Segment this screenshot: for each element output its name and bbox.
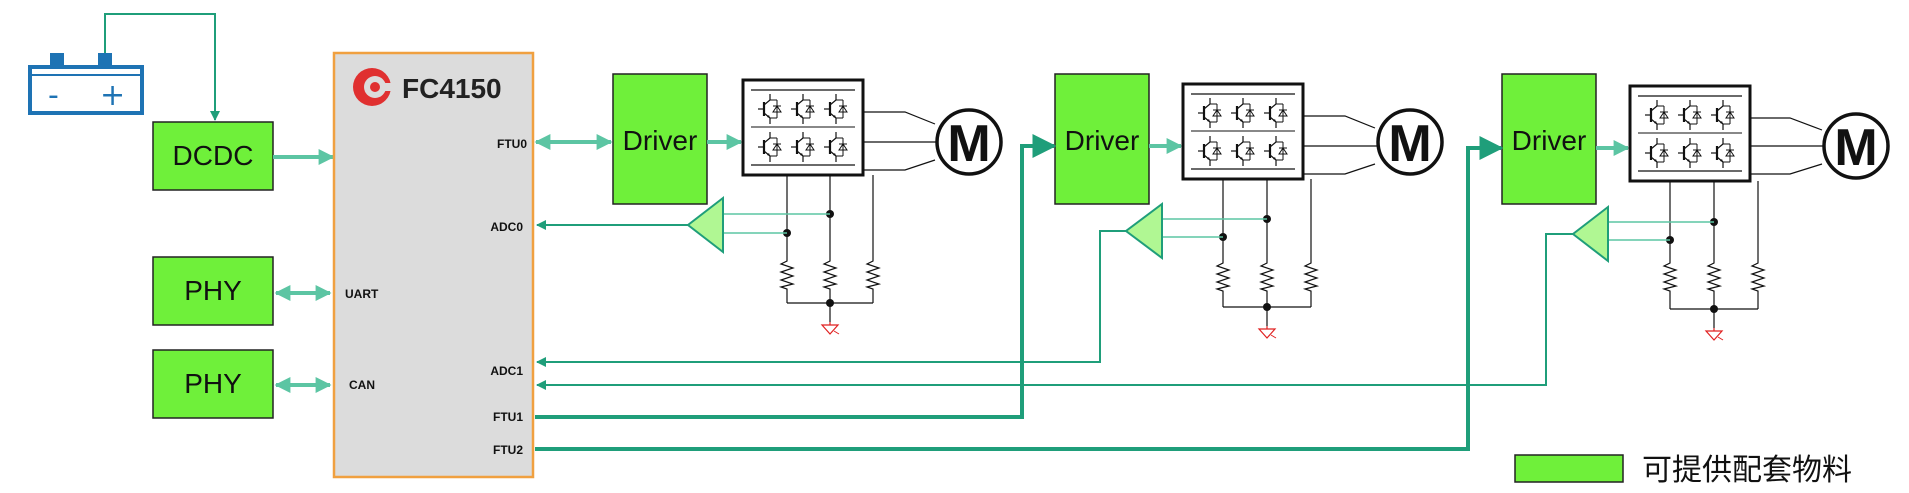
pin-ftu1: FTU1 xyxy=(493,410,523,424)
motor-2-icon xyxy=(1376,108,1444,176)
dcdc-label: DCDC xyxy=(173,140,254,171)
dcdc-block: DCDC xyxy=(152,121,274,191)
legend: 可提供配套物料 xyxy=(1514,453,1852,488)
motor-3: M xyxy=(1822,112,1890,180)
pin-adc0: ADC0 xyxy=(490,220,523,234)
mcu-block: FC4150 FTU0 ADC0 UART ADC1 CAN FTU1 FTU2 xyxy=(332,51,535,479)
inverter-bridge-3 xyxy=(1630,86,1750,181)
legend-swatch xyxy=(1514,454,1624,483)
motor-3-wires xyxy=(1750,117,1825,175)
mcu-name: FC4150 xyxy=(402,73,502,104)
pin-adc1: ADC1 xyxy=(490,364,523,378)
ftu1-to-driver2-wire xyxy=(535,134,1057,419)
driver-1-label: Driver xyxy=(623,125,698,156)
driver-3-label: Driver xyxy=(1512,125,1587,156)
ground-3-icon xyxy=(1705,327,1724,341)
battery-plus-label: + xyxy=(100,78,125,113)
amp-2-icon xyxy=(1124,202,1267,260)
ftu2-to-driver3-wire xyxy=(535,136,1504,451)
pin-can: CAN xyxy=(349,378,375,392)
driver-1: Driver xyxy=(612,73,708,205)
amp-3-icon xyxy=(1571,204,1714,264)
motor-1-label: M xyxy=(947,115,990,173)
pin-ftu2: FTU2 xyxy=(493,443,523,457)
ground-2-icon xyxy=(1258,325,1277,339)
phy-uart-label: PHY xyxy=(184,275,242,306)
motor-1-icon xyxy=(935,108,1003,176)
flagchip-logo-icon xyxy=(353,68,394,106)
amp-1-icon xyxy=(686,195,830,255)
motor-2-wires xyxy=(1303,115,1378,175)
amp2-to-adc1-wire xyxy=(536,230,1126,367)
inverter-bridge-2 xyxy=(1183,84,1303,179)
motor-3-icon xyxy=(1822,112,1890,180)
motor-2: M xyxy=(1376,108,1444,176)
motor-3-label: M xyxy=(1834,119,1877,177)
motor-2-label: M xyxy=(1388,115,1431,173)
inverter-bridge-1 xyxy=(743,80,863,175)
motor-1: M xyxy=(935,108,1003,176)
ground-1-icon xyxy=(821,321,840,335)
phy-uart-block: PHY xyxy=(152,256,274,326)
battery-minus-label: - xyxy=(48,78,59,113)
driver-2: Driver xyxy=(1054,73,1150,205)
phy-can-block: PHY xyxy=(152,349,274,419)
pin-uart: UART xyxy=(345,287,379,301)
driver-3: Driver xyxy=(1501,73,1597,205)
phy-can-label: PHY xyxy=(184,368,242,399)
driver-2-label: Driver xyxy=(1065,125,1140,156)
legend-label: 可提供配套物料 xyxy=(1642,453,1852,488)
battery-to-dcdc-wire xyxy=(104,13,220,121)
motor-1-wires xyxy=(863,111,938,171)
pin-ftu0: FTU0 xyxy=(497,137,527,151)
battery: - + xyxy=(28,53,144,115)
amp3-to-adc1-wire xyxy=(536,233,1573,390)
